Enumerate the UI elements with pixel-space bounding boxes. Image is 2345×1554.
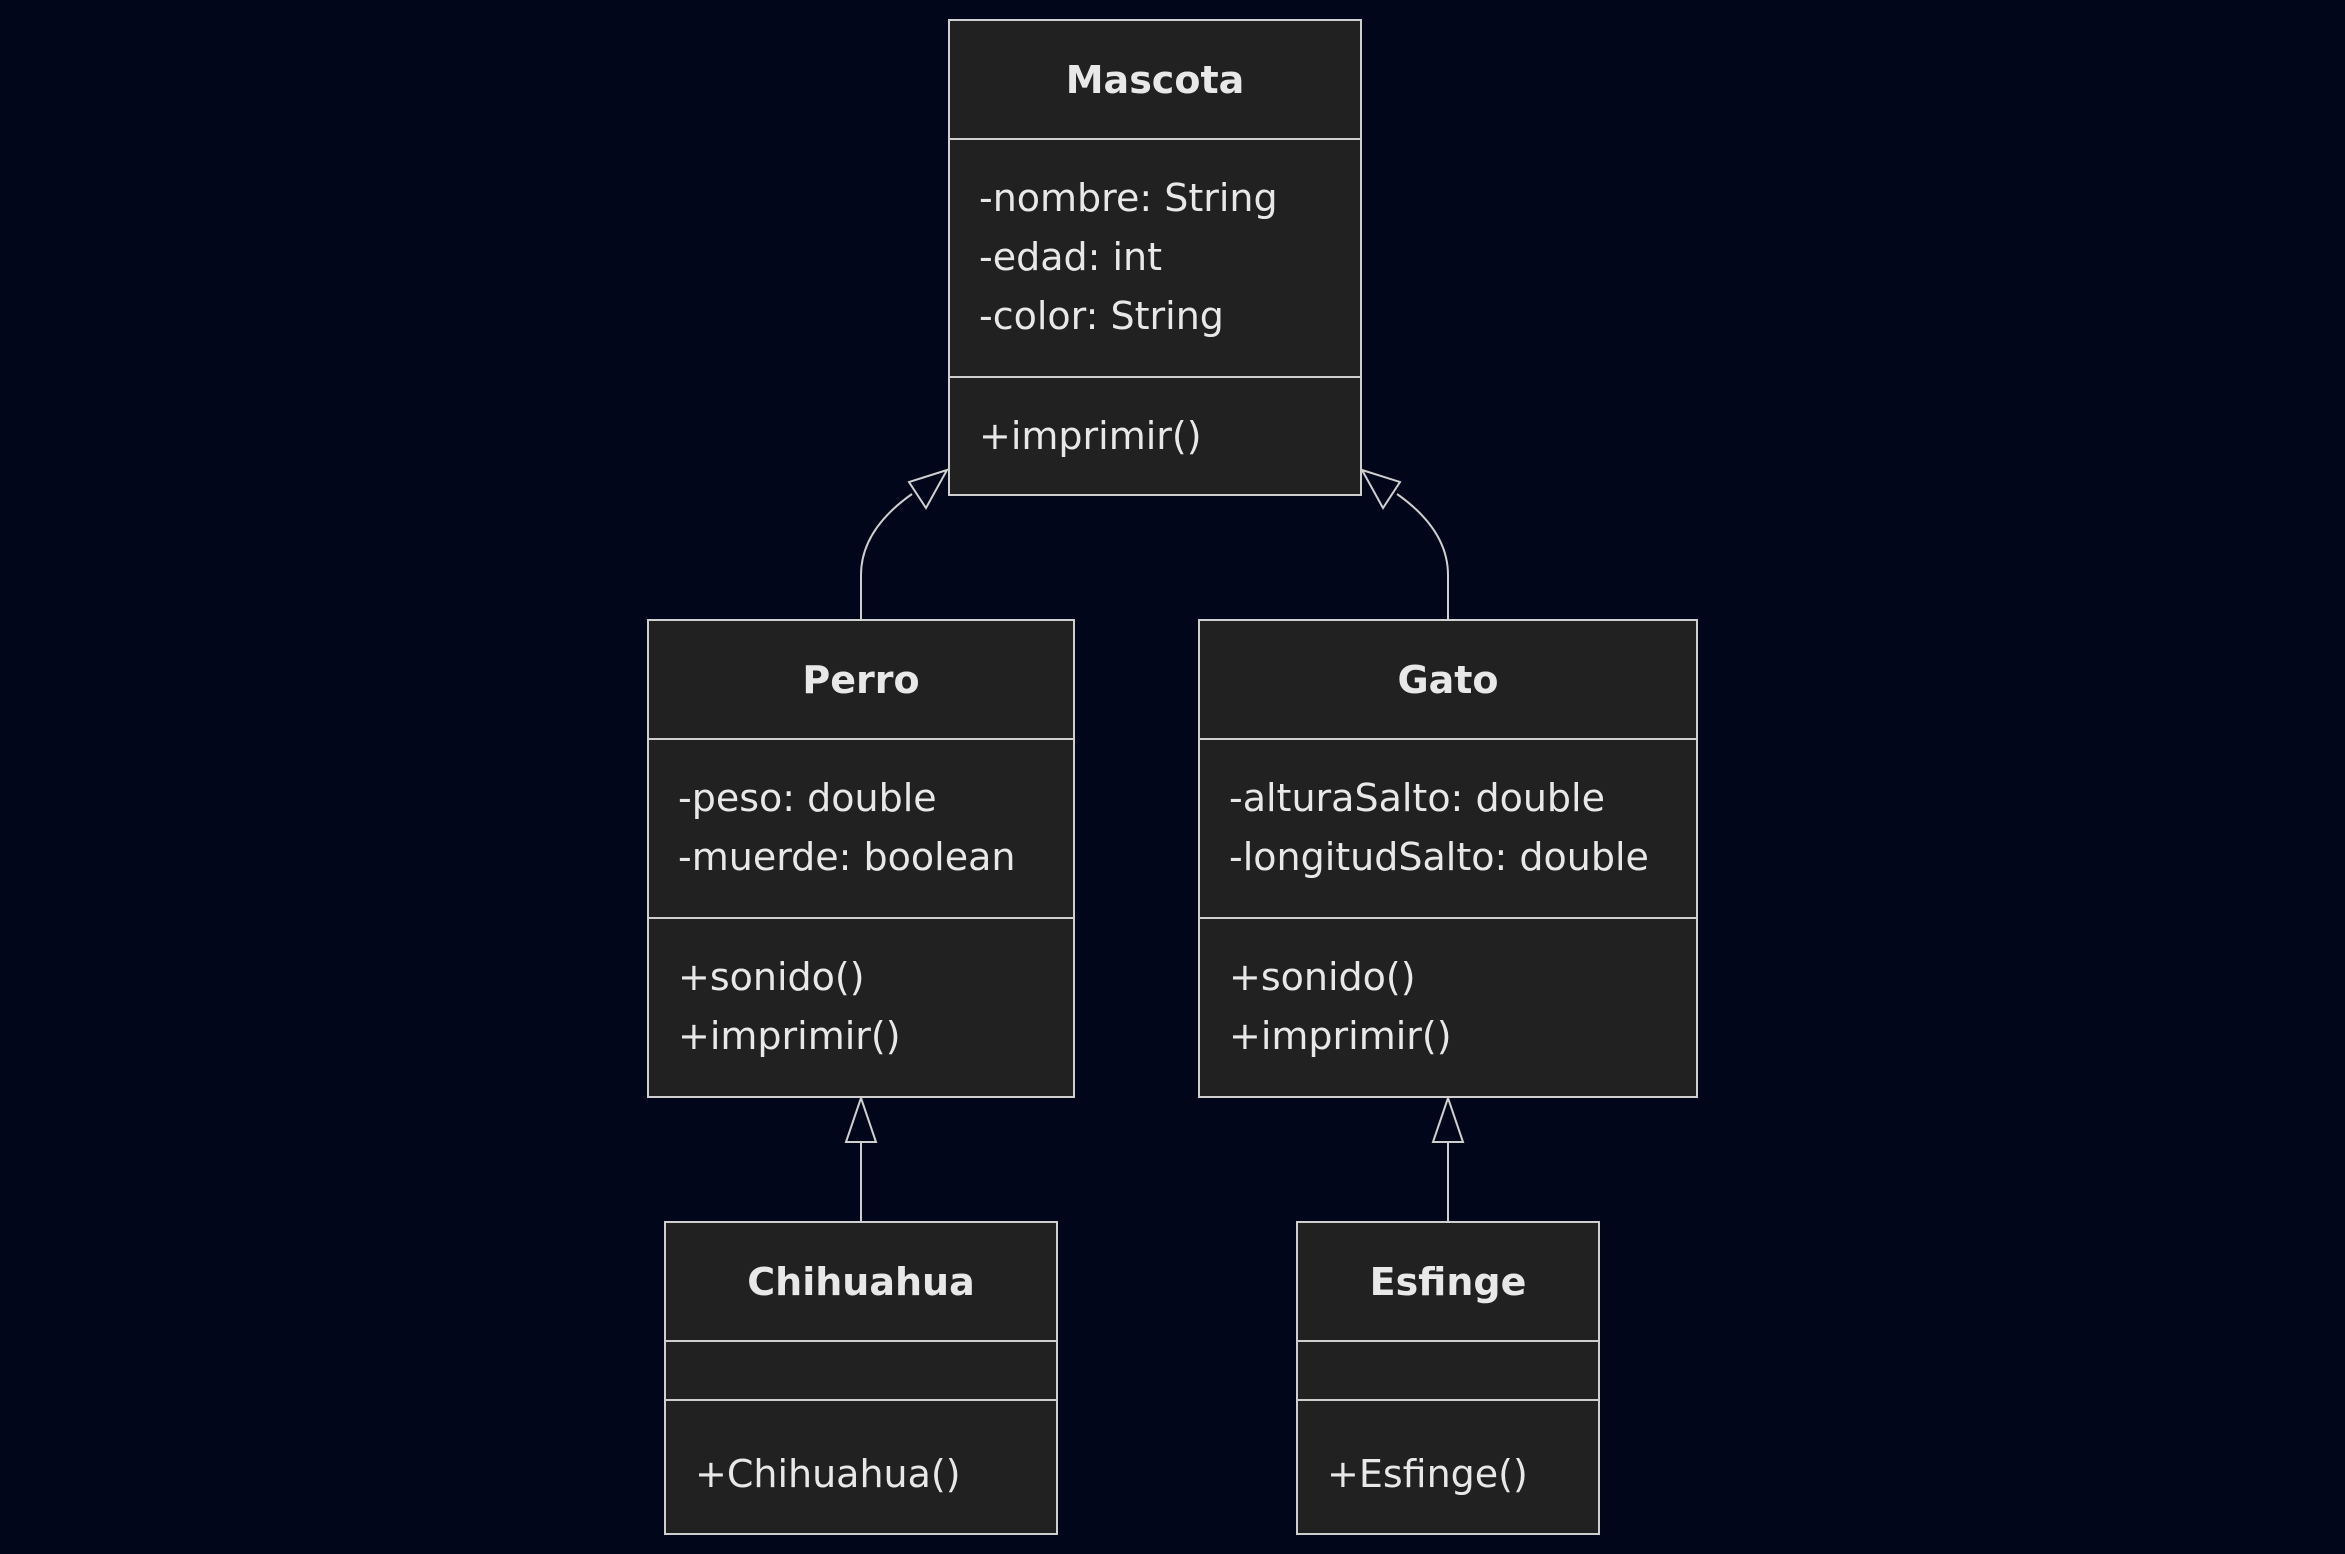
attribute: -muerde: boolean	[678, 835, 1016, 879]
method: +sonido()	[678, 955, 865, 999]
divider	[666, 1340, 1056, 1342]
inheritance-arrowhead	[1359, 468, 1402, 510]
class-esfinge: Esfinge +Esfinge()	[1296, 1221, 1600, 1535]
method: +imprimir()	[1229, 1014, 1452, 1058]
inheritance-arrowhead	[1431, 1094, 1465, 1143]
divider	[950, 376, 1360, 378]
method: +imprimir()	[678, 1014, 901, 1058]
method: +Chihuahua()	[695, 1452, 961, 1496]
divider	[1200, 738, 1696, 740]
divider	[1298, 1340, 1598, 1342]
attribute: -edad: int	[979, 235, 1163, 279]
inheritance-arrowhead	[844, 1094, 878, 1143]
class-mascota: Mascota -nombre: String -edad: int -colo…	[948, 19, 1362, 496]
class-name: Esfinge	[1369, 1260, 1527, 1304]
attribute: -peso: double	[678, 776, 937, 820]
method: +sonido()	[1229, 955, 1416, 999]
class-name: Chihuahua	[747, 1260, 975, 1304]
method: +imprimir()	[979, 414, 1202, 458]
attribute: -nombre: String	[979, 176, 1278, 220]
class-chihuahua: Chihuahua +Chihuahua()	[664, 1221, 1058, 1535]
class-name: Mascota	[1065, 58, 1245, 102]
divider	[1298, 1399, 1598, 1401]
edge-perro-mascota	[860, 493, 913, 619]
attribute: -color: String	[979, 294, 1224, 338]
divider	[1200, 917, 1696, 919]
class-gato: Gato -alturaSalto: double -longitudSalto…	[1198, 619, 1698, 1098]
divider	[666, 1399, 1056, 1401]
attribute: -alturaSalto: double	[1229, 776, 1605, 820]
divider	[649, 738, 1073, 740]
class-name: Perro	[802, 658, 920, 702]
divider	[649, 917, 1073, 919]
method: +Esfinge()	[1327, 1452, 1528, 1496]
class-name: Gato	[1397, 658, 1499, 702]
attribute: -longitudSalto: double	[1229, 835, 1649, 879]
divider	[950, 138, 1360, 140]
class-perro: Perro -peso: double -muerde: boolean +so…	[647, 619, 1075, 1098]
inheritance-arrowhead	[907, 468, 950, 510]
edge-gato-mascota	[1396, 493, 1449, 619]
